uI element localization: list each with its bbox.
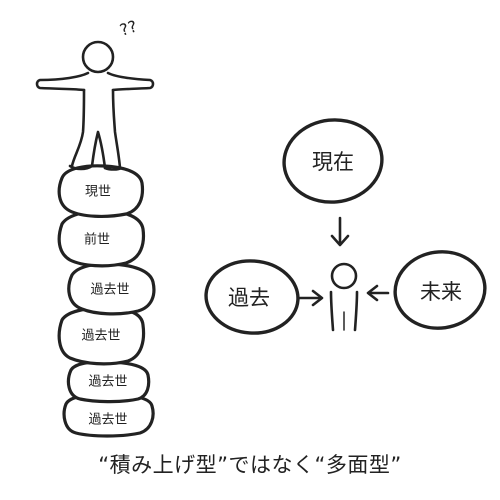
caption: “積み上げ型”ではなく“多面型” (98, 453, 402, 477)
arrow-down (330, 216, 350, 247)
stone-6: 過去世 (62, 392, 155, 438)
stone-3: 過去世 (67, 262, 156, 316)
arrow-right (298, 289, 324, 307)
past-label: 過去 (228, 286, 270, 310)
bubble-future: 未来 (393, 250, 487, 330)
stone-5-label: 過去世 (88, 375, 127, 390)
stone-6-label: 過去世 (88, 413, 127, 428)
stone-3-label: 過去世 (90, 283, 129, 298)
stone-4-label: 過去世 (81, 329, 120, 344)
arrow-left (366, 284, 390, 302)
center-person (329, 262, 359, 332)
stone-2: 前世 (57, 209, 146, 268)
bubble-past: 過去 (204, 259, 300, 335)
stone-4: 過去世 (57, 306, 146, 366)
thinking-mark: ?? (117, 16, 139, 39)
standing-person (35, 40, 155, 171)
stone-1: 現世 (57, 164, 145, 218)
stone-1-label: 現世 (85, 185, 111, 200)
future-label: 未来 (420, 280, 462, 304)
stacked-stones: 過去世 過去世 過去世 過去世 前世 現世 (57, 164, 156, 438)
stone-5: 過去世 (66, 360, 151, 404)
present-label: 現在 (312, 150, 354, 174)
stone-2-label: 前世 (84, 232, 110, 248)
bubble-present: 現在 (282, 118, 384, 204)
